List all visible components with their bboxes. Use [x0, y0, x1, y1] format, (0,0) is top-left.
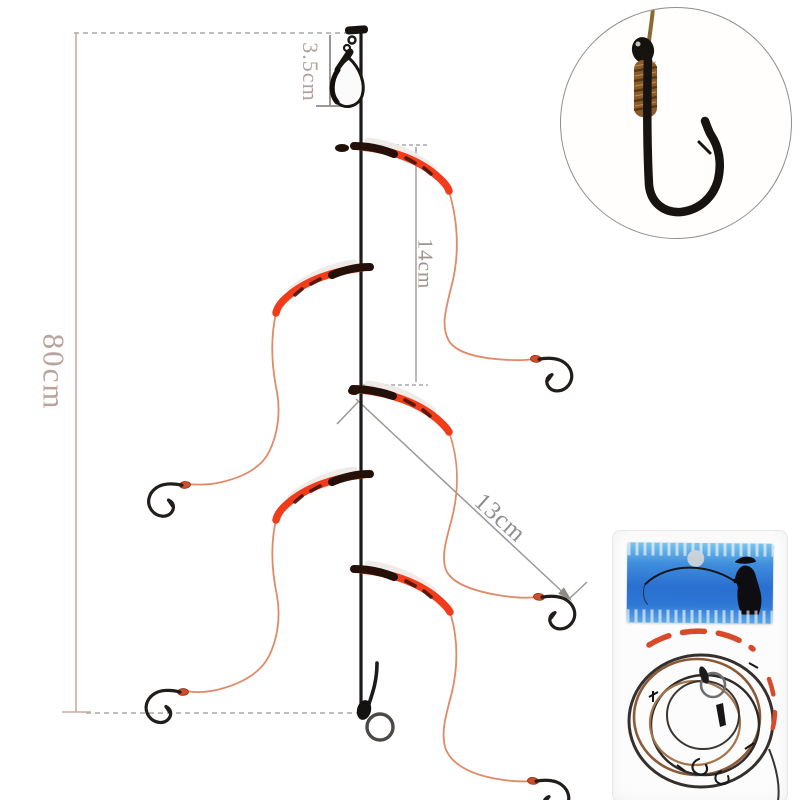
packed-snap-icon	[716, 703, 726, 727]
branch-4-sleeve	[272, 466, 374, 524]
branch-2-hook-icon	[145, 479, 195, 519]
packed-line-tail	[768, 748, 780, 800]
hook-closeup-inset	[560, 7, 792, 239]
bottom-loop-knot	[356, 661, 395, 742]
branch-2-leader	[187, 312, 280, 486]
branch-1-leader	[443, 190, 535, 362]
swivel-offset-label: 3.5cm	[298, 42, 323, 102]
package-photo	[606, 524, 794, 800]
hook-closeup	[631, 8, 724, 217]
packed-clips	[648, 662, 759, 772]
packed-hook-icon	[691, 757, 709, 776]
package-header-card	[626, 542, 774, 624]
swivel-snap	[329, 25, 369, 109]
branch-5-sleeve	[350, 560, 454, 616]
branch-3-leader	[443, 431, 538, 599]
branch-5-leader	[442, 611, 532, 783]
dim-total-length-line	[62, 33, 91, 713]
coiled-rigs	[627, 628, 780, 800]
sleeves	[272, 137, 454, 616]
fishing-line-icon	[642, 584, 649, 605]
arrowhead-icon	[558, 587, 572, 601]
packed-hook-icon-2	[714, 770, 730, 786]
packed-ring-icon	[699, 671, 727, 699]
coil-tan	[648, 679, 742, 767]
closeup-hook-icon	[643, 49, 724, 217]
leader-lines	[185, 190, 538, 783]
branch-4-leader	[185, 519, 280, 693]
branch-3-sleeve	[348, 380, 453, 436]
branch-2-sleeve	[272, 259, 374, 317]
branch-4-hook-icon	[143, 686, 192, 725]
fishing-rod-icon	[644, 566, 742, 587]
packed-swivel-icon	[699, 666, 709, 684]
fisherman-scene	[642, 556, 762, 615]
package-bag	[612, 530, 788, 800]
branch-spacing-label: 14cm	[413, 238, 438, 290]
total-length-label: 80cm	[36, 333, 72, 411]
dimension-lines	[62, 32, 588, 714]
packed-red-sleeves	[646, 628, 756, 652]
branch-1-sleeve	[335, 137, 453, 195]
branch-1-hook-icon	[525, 353, 576, 394]
packed-red-sleeve-right	[766, 676, 778, 742]
branch-5-hook-icon	[522, 775, 573, 800]
dim-leader-arrow	[336, 398, 588, 601]
fisherman-silhouette-icon	[733, 556, 762, 615]
